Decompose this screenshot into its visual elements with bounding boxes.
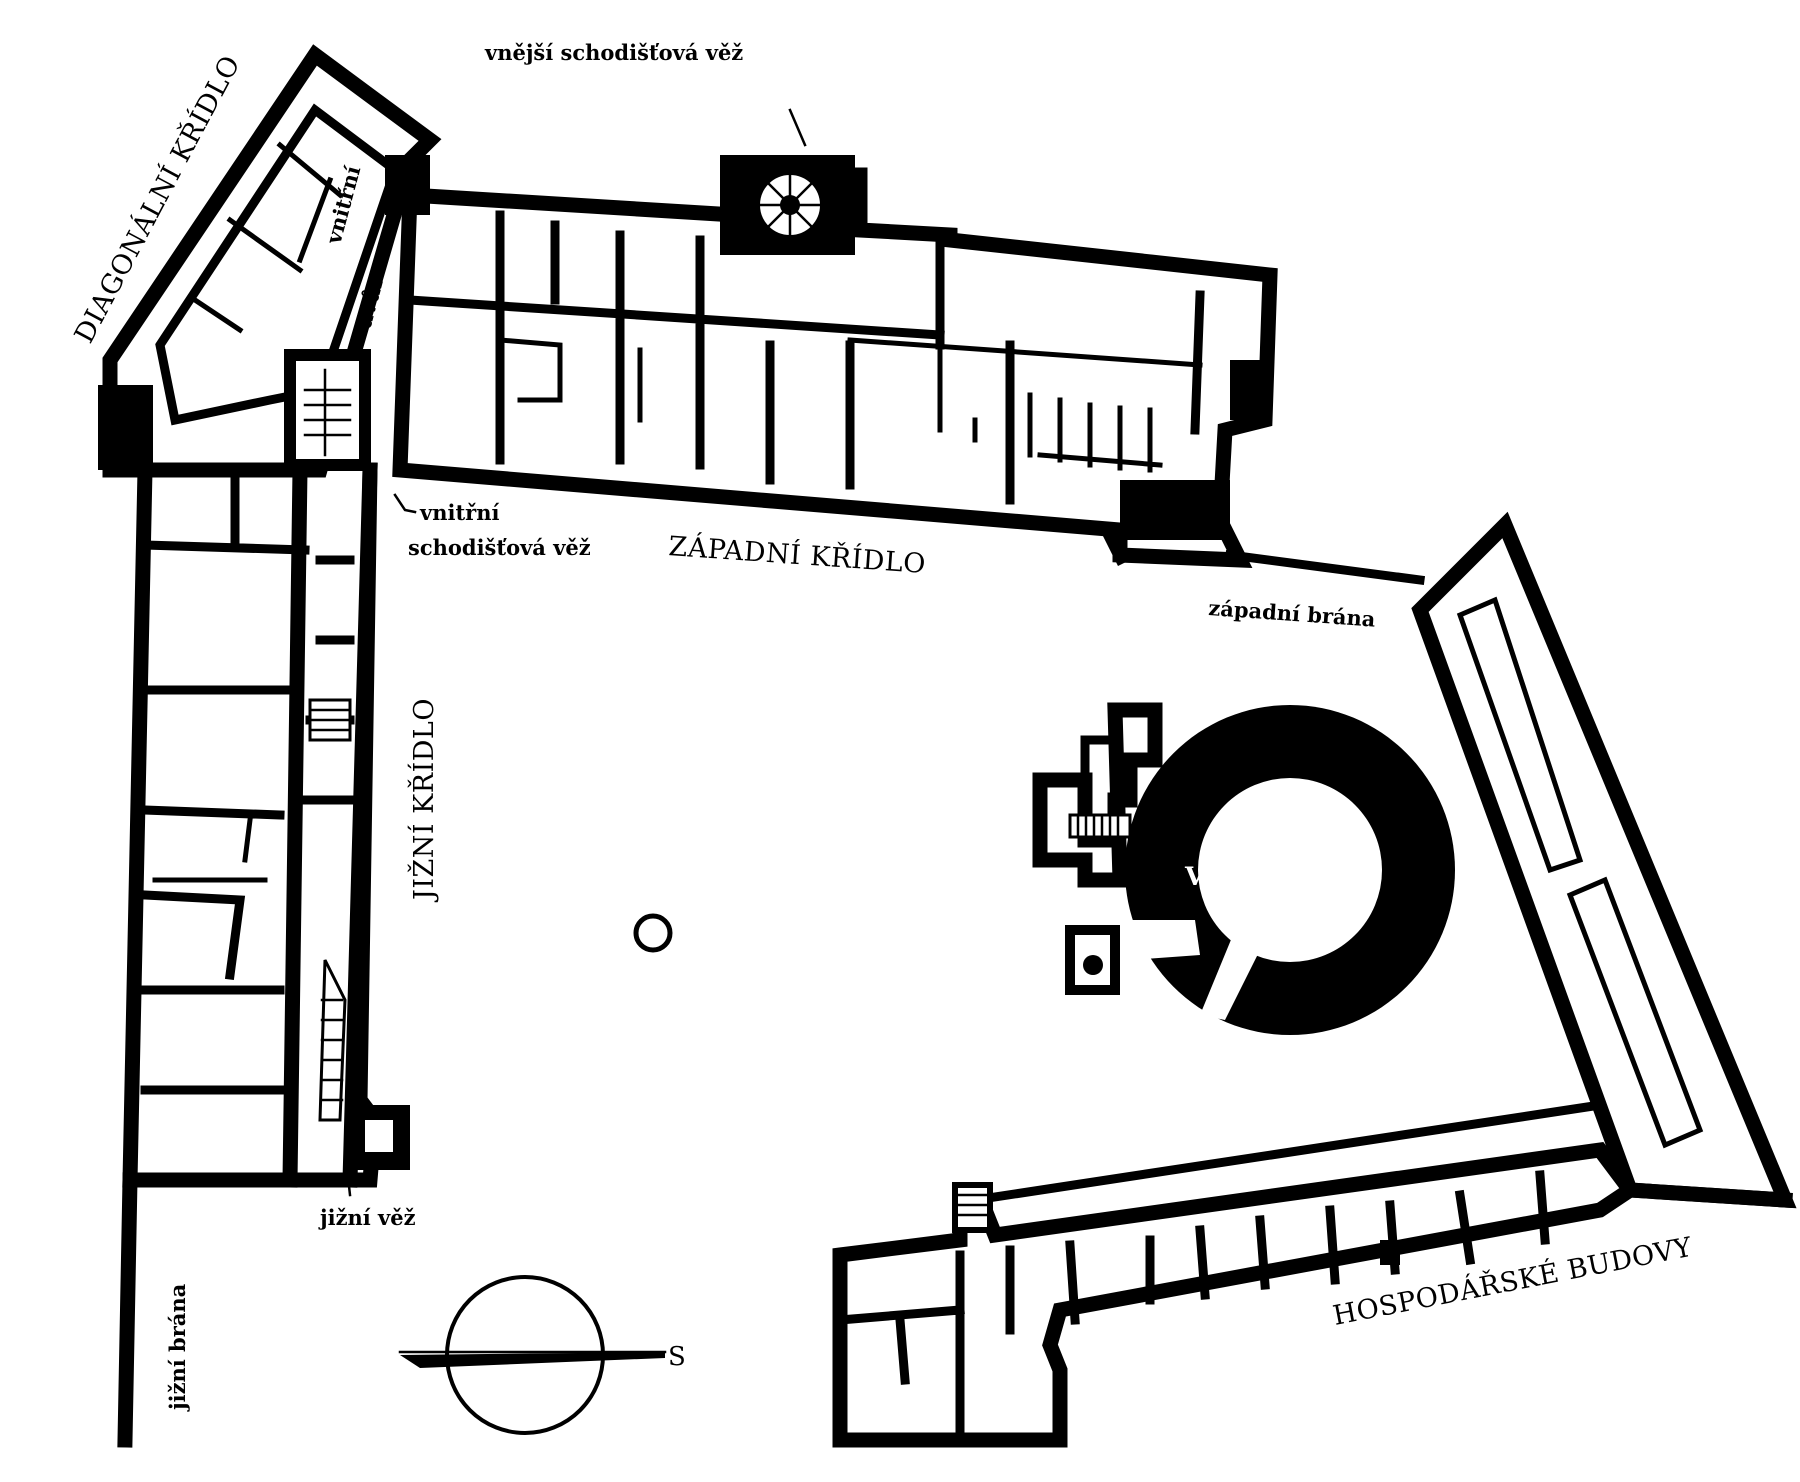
label-inner-stair-tower-2: schodišťová věž (408, 535, 591, 560)
label-south-tower: jižní věž (318, 1205, 416, 1230)
label-compass-s: S (668, 1342, 686, 1372)
south-wing (117, 462, 410, 1448)
castle-tower (1032, 702, 1455, 1035)
label-inner-stair-tower-1: vnitřní (419, 500, 499, 525)
diagonal-wing (98, 44, 442, 478)
label-west-gate: západní brána (1208, 595, 1377, 632)
courtyard-well (633, 913, 673, 953)
west-wing (392, 155, 1426, 586)
inner-stair-tower (284, 349, 371, 471)
label-inner-courtyard-1: vnitřní (320, 163, 365, 247)
compass (398, 1275, 667, 1435)
label-south-gate: jižní brána (165, 1283, 190, 1412)
label-west-wing: ZÁPADNÍ KŘÍDLO (668, 529, 928, 580)
label-outer-stair-tower: vnější schodišťová věž (484, 40, 743, 65)
label-castle-tower: VĚŽ HRADU (1184, 862, 1358, 891)
label-south-wing: JIŽNÍ KŘÍDLO (407, 698, 440, 903)
farm-buildings (832, 511, 1797, 1448)
